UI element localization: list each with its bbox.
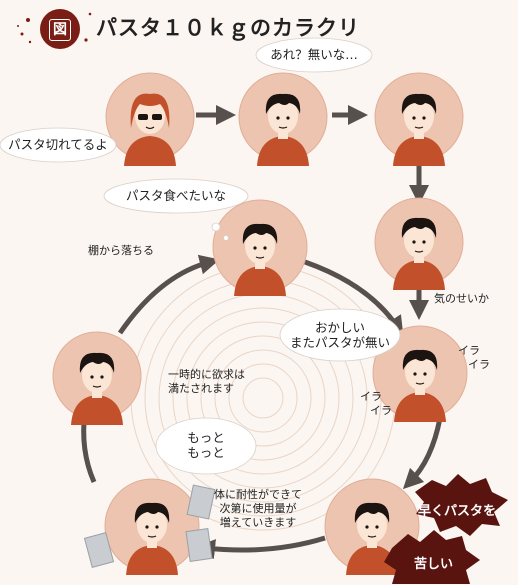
- arrow-icon: [195, 535, 326, 560]
- arrow-icon: [117, 254, 220, 335]
- burst-text-hurry: 早くパスタを: [418, 504, 497, 519]
- caption-kinoseika: 気のせいか: [434, 292, 489, 305]
- burst-icon: [384, 474, 508, 584]
- caption-satisfied: 一時的に欲求は満たされます: [168, 368, 245, 395]
- ink-splatter: [17, 12, 92, 44]
- thought-bubble-icon: [103, 178, 249, 214]
- speech-bubble-icon: [255, 37, 373, 73]
- caption-ira-right: イライラ: [458, 344, 490, 371]
- arrow-icon: [304, 259, 404, 337]
- burst-text-painful: 苦しい: [414, 557, 454, 572]
- bubble-text-not-there: あれ？無いな…: [270, 47, 358, 62]
- bubble-text-strange: おかしいまたパスタが無い: [289, 320, 390, 350]
- pasta-bag-icon: [83, 484, 216, 568]
- speech-bubble-icon: [0, 127, 117, 163]
- speech-bubble-icon: [155, 417, 257, 475]
- speech-bubbles: [0, 37, 401, 475]
- woman-icon: [124, 93, 176, 166]
- caption-shelf: 棚から落ちる: [88, 244, 154, 257]
- caption-tolerance: 体に耐性ができて次第に使用量が増えていきます: [214, 488, 302, 529]
- bubble-text-pasta-out: パスタ切れてるよ: [8, 137, 108, 152]
- sunglasses-icon: [138, 114, 162, 120]
- page-title: パスタ１０ｋｇのカラクリ: [96, 16, 360, 40]
- cycle-arrows: [73, 254, 443, 560]
- speech-bubble-icon: [279, 308, 401, 362]
- bubble-text-more: もっともっと: [187, 430, 225, 460]
- arrow-icon: [402, 417, 443, 490]
- bubble-text-want-pasta: パスタ食べたいな: [125, 188, 226, 203]
- caption-ira-left: イライラ: [360, 390, 392, 417]
- figure-badge: 図: [40, 9, 80, 49]
